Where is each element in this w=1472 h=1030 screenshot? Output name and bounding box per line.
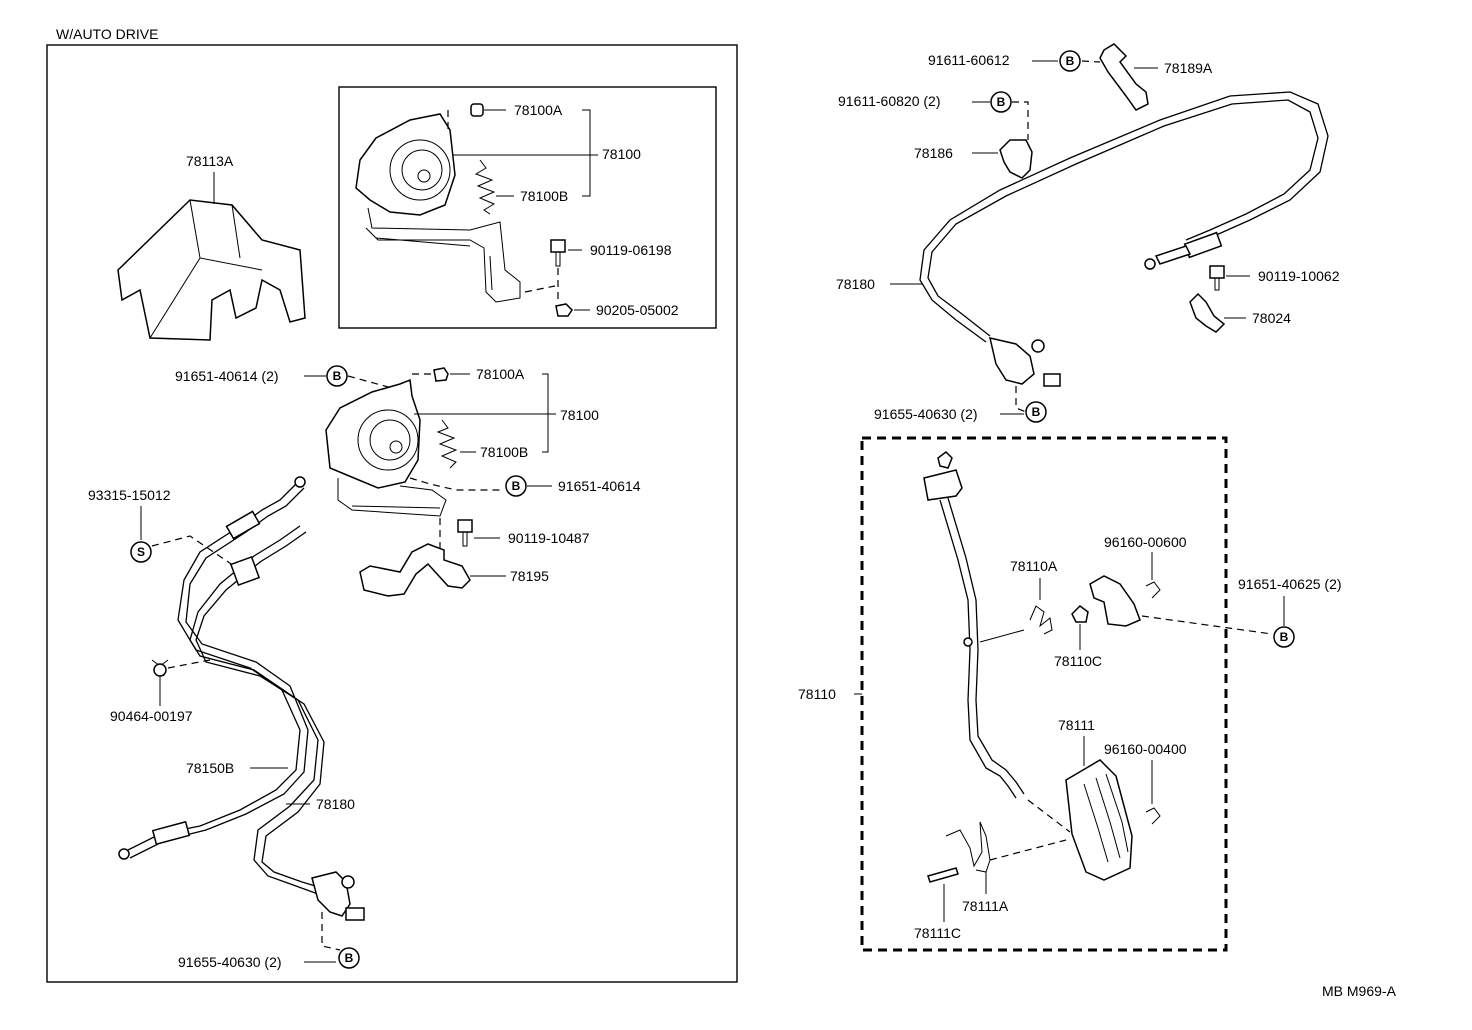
svg-text:B: B <box>512 479 521 493</box>
cable-78180-right-drawing <box>919 91 1329 387</box>
label-93315-15012: 93315-15012 <box>88 487 171 503</box>
diagram-code: MB M969-A <box>1322 983 1397 999</box>
label-78189A: 78189A <box>1164 60 1213 76</box>
svg-text:B: B <box>345 951 354 965</box>
label-78100B-top: 78100B <box>520 188 568 204</box>
svg-text:B: B <box>1066 54 1075 68</box>
badge-b-91651-40614: B <box>505 475 527 497</box>
bracket-78189A <box>1099 43 1149 111</box>
spring-78110A <box>1029 605 1053 635</box>
cable-78150B-drawing <box>118 476 309 860</box>
section-title: W/AUTO DRIVE <box>56 26 158 42</box>
label-78100-top: 78100 <box>602 146 641 162</box>
actuator-main-drawing <box>325 378 447 517</box>
label-78111C: 78111C <box>914 925 961 941</box>
badge-b-91611-60612: B <box>1059 50 1081 72</box>
label-90119-06198: 90119-06198 <box>590 242 672 258</box>
label-90205-05002: 90205-05002 <box>596 302 679 318</box>
pedal-pad-78111-drawing <box>1065 759 1133 881</box>
label-90119-10487: 90119-10487 <box>508 530 590 546</box>
badge-b-91655-40630-left: B <box>338 947 360 969</box>
bracket-pedal-top <box>1089 575 1141 627</box>
svg-text:B: B <box>1280 630 1289 644</box>
bolt-90119-10487 <box>457 519 473 547</box>
label-90119-10062: 90119-10062 <box>1258 268 1340 284</box>
spring-78111A <box>945 821 991 873</box>
svg-text:B: B <box>997 95 1006 109</box>
label-90464-00197: 90464-00197 <box>110 708 193 724</box>
label-78110A: 78110A <box>1010 558 1058 574</box>
bolt-90119-06198 <box>550 239 566 267</box>
pedal-arm-78110-drawing <box>923 451 1025 799</box>
spring-78100B-top <box>474 159 496 215</box>
label-78195: 78195 <box>510 568 549 584</box>
label-91611-60612: 91611-60612 <box>928 52 1010 68</box>
cable-78180-left-drawing <box>189 525 365 921</box>
bushing-78110C <box>1071 605 1089 623</box>
label-78100-mid: 78100 <box>560 407 599 423</box>
label-96160-00400: 96160-00400 <box>1104 741 1187 757</box>
label-78111: 78111 <box>1058 717 1095 733</box>
label-78024: 78024 <box>1252 310 1291 326</box>
label-96160-00600: 96160-00600 <box>1104 534 1187 550</box>
badge-s-text: S <box>137 545 145 559</box>
actuator-inset-frame <box>338 86 717 329</box>
svg-text:B: B <box>1032 405 1041 419</box>
label-91651-40625: 91651-40625 (2) <box>1238 576 1342 592</box>
label-91651-40614: 91651-40614 <box>558 478 641 494</box>
spring-78100B-mid <box>436 419 458 469</box>
label-78110: 78110 <box>798 686 836 702</box>
label-91655-40630-right: 91655-40630 (2) <box>874 406 978 422</box>
badge-b-text: B <box>333 369 342 383</box>
label-78186: 78186 <box>914 145 953 161</box>
clip-78024 <box>1189 292 1226 333</box>
badge-b-91611-60820: B <box>990 91 1012 113</box>
clip-90464-00197 <box>153 663 167 677</box>
auto-drive-frame <box>46 44 738 983</box>
label-91651-40614-2: 91651-40614 (2) <box>175 368 279 384</box>
badge-b-91655-40630-right: B <box>1025 401 1047 423</box>
label-91655-40630-left: 91655-40630 (2) <box>178 954 282 970</box>
actuator-inset-drawing <box>355 113 521 303</box>
pin-78111C <box>927 867 959 883</box>
label-91611-60820: 91611-60820 (2) <box>838 93 940 109</box>
label-78111A: 78111A <box>962 898 1009 914</box>
label-78150B: 78150B <box>186 760 234 776</box>
label-78100A-mid: 78100A <box>476 366 525 382</box>
small-clip-78100A-mid <box>433 367 449 382</box>
badge-b-91651-40625: B <box>1273 626 1295 648</box>
badge-s-93315-15012: S <box>130 541 152 563</box>
bracket-78195 <box>359 543 471 597</box>
label-78113A: 78113A <box>186 153 234 169</box>
bolt-90119-10062 <box>1209 265 1225 291</box>
cover-78113A-drawing <box>117 199 306 341</box>
label-78100A-top: 78100A <box>514 102 563 118</box>
bracket-78186 <box>999 139 1033 179</box>
badge-b-91651-40614-2: B <box>326 365 348 387</box>
nut-90205-05002 <box>555 303 573 317</box>
label-78110C: 78110C <box>1054 653 1102 669</box>
label-78100B-mid: 78100B <box>480 444 528 460</box>
pedal-frame <box>860 436 1228 952</box>
small-clip-78100A-top <box>470 103 484 117</box>
label-78180-right: 78180 <box>836 276 875 292</box>
label-78180-left: 78180 <box>316 796 355 812</box>
